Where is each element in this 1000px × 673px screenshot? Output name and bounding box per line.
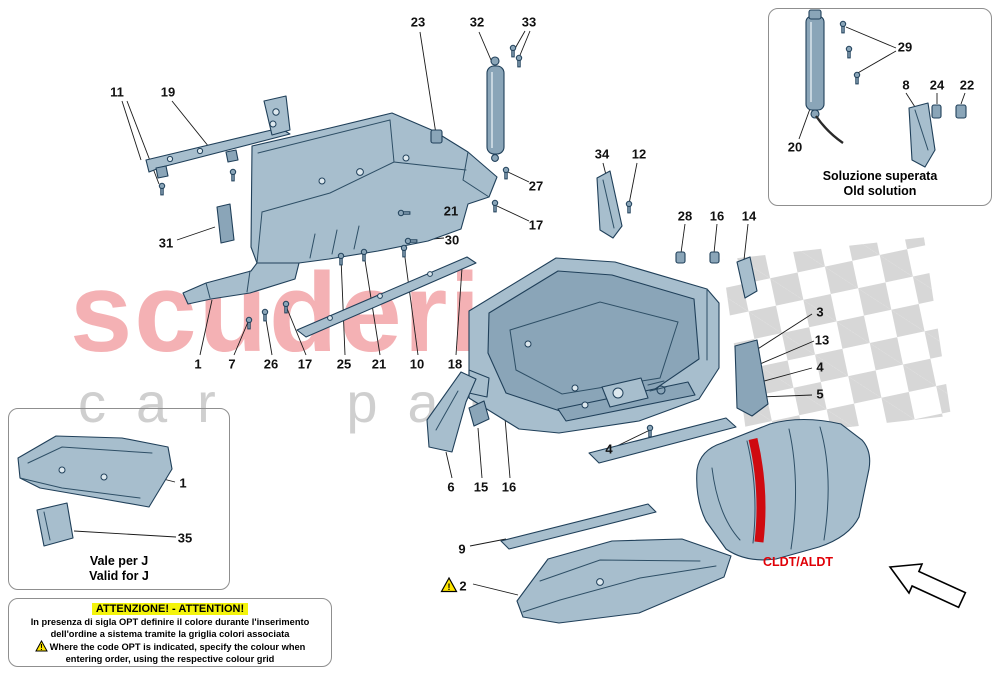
part-left-trim [426,371,490,453]
part-clips [675,251,758,299]
door-red-stripe [748,437,766,543]
part-lower-strip [500,503,657,550]
part-gas-strut [430,44,523,162]
part-lid-inner [516,538,732,624]
old-solution-title-en: Old solution [843,184,917,198]
attention-box: ATTENZIONE! - ATTENTION! In presenza di … [8,598,332,667]
attention-line-it-1: In presenza di sigla OPT definire il col… [30,617,310,627]
part-glovebox-door [696,419,871,561]
warning-icon: ! [34,639,48,652]
part-slide-rail [296,256,477,338]
warning-icon: ! [440,576,458,593]
attention-title: ATTENZIONE! - ATTENTION! [91,603,249,615]
direction-arrow-icon [888,563,967,609]
part-upper-bracket [145,95,291,196]
old-solution-title-it: Soluzione superata [822,169,938,183]
valid-j-caption: Vale per J Valid for J [9,554,229,584]
part-latch-mechanism [557,377,696,422]
attention-line-it-2: dell'ordine a sistema tramite la griglia… [50,628,290,639]
old-solution-box: Soluzione superata Old solution [768,8,992,206]
part-glovebox-compartment [468,257,720,434]
part-lower-flange [182,262,300,305]
valid-j-art [17,435,173,547]
part-hinge-frame [734,339,769,417]
attention-line-en-1-text: Where the code OPT is indicated, specify… [49,642,306,652]
part-curved-strip [596,170,623,239]
part-seal-strip [588,417,737,464]
colour-code-label: CLDT/ALDT [762,555,834,569]
attention-line-en-1: ! Where the code OPT is indicated, specif… [9,639,331,654]
old-solution-art [805,9,967,168]
valid-j-line-en: Valid for J [89,569,149,583]
part-spacer [216,203,235,244]
old-solution-caption: Soluzione superata Old solution [769,169,991,199]
svg-text:!: ! [40,643,43,652]
valid-j-box: Vale per J Valid for J [8,408,230,590]
attention-line-en-2: entering order, using the respective col… [65,653,275,664]
watermark-brand-text: scuderia [70,250,547,375]
valid-j-line-it: Vale per J [89,554,149,568]
part-upper-housing [250,112,498,264]
svg-text:!: ! [448,582,451,592]
